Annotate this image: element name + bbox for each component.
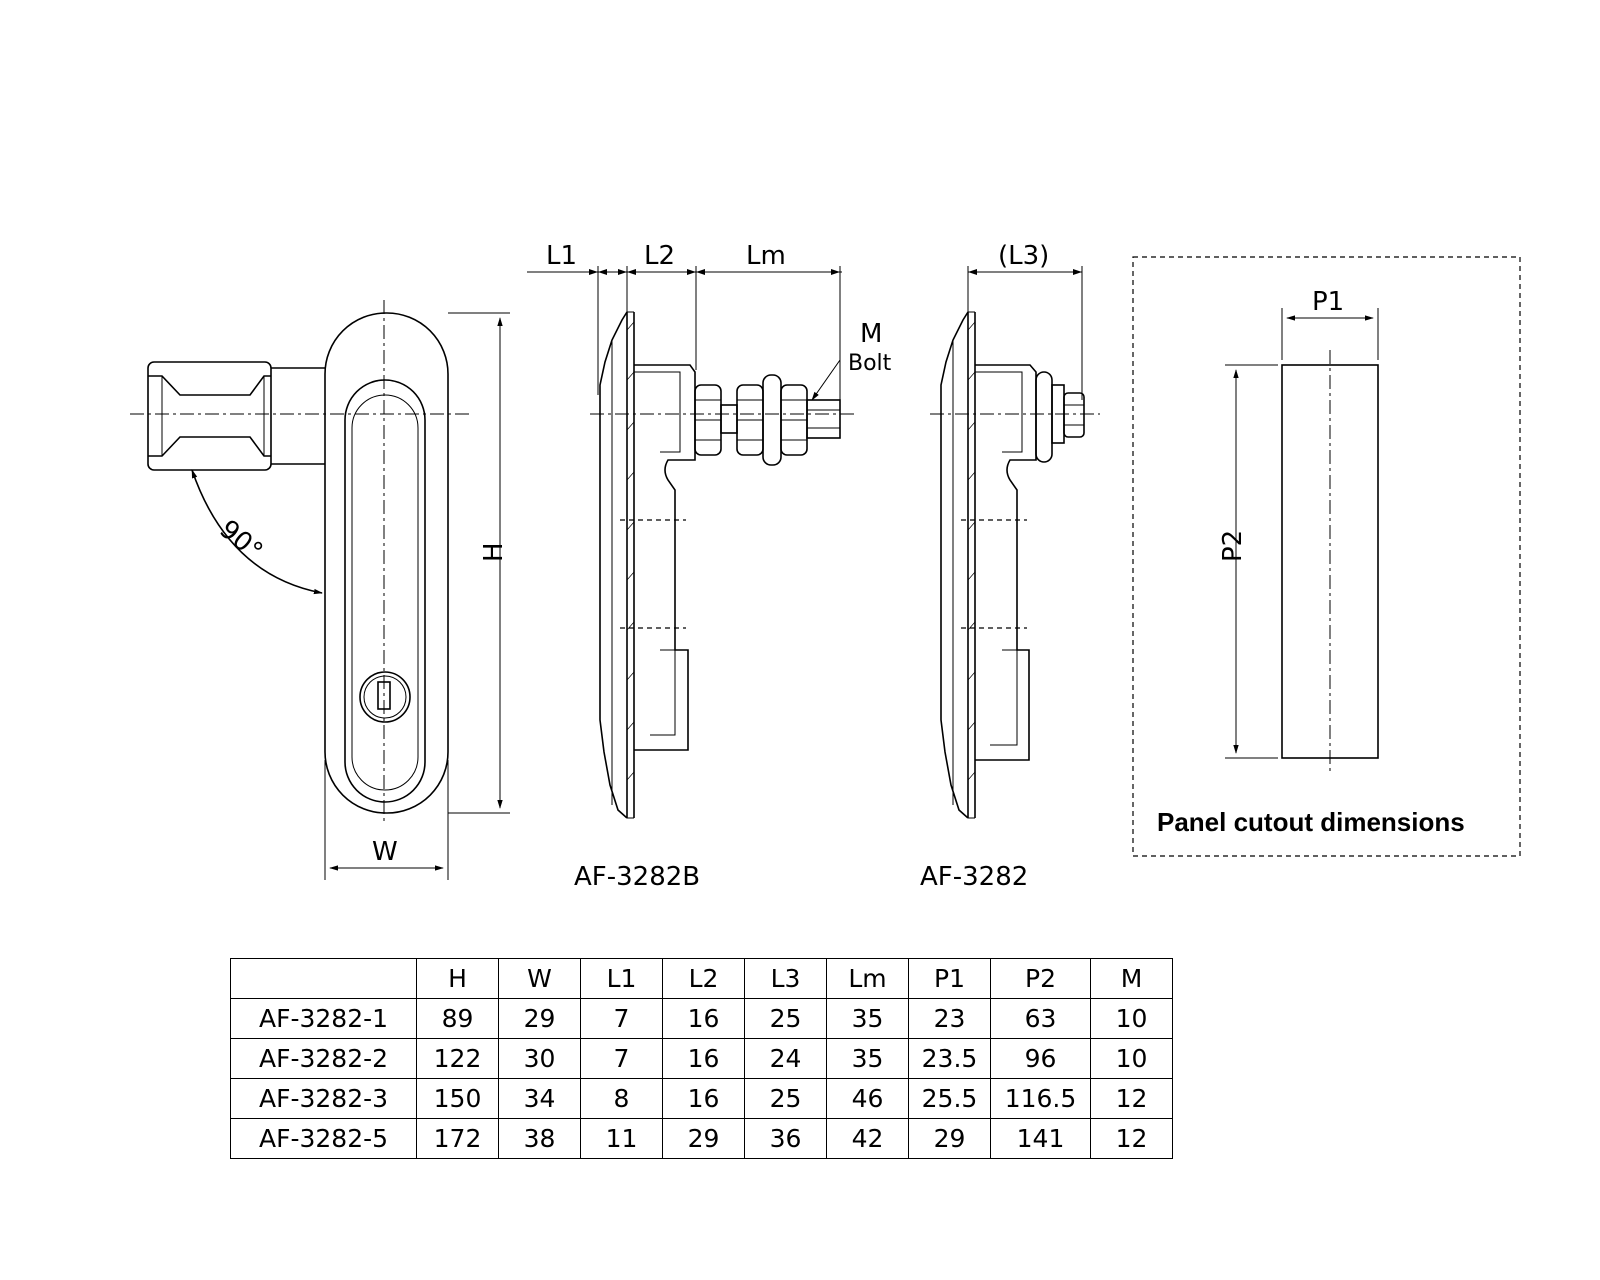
table-cell: 16	[662, 1038, 745, 1079]
key-cylinder	[359, 671, 411, 723]
table-cell: 30	[498, 1038, 581, 1079]
table-cell: 42	[826, 1118, 909, 1159]
table-cell: 122	[416, 1038, 499, 1079]
table-row: AF-3282-2 122 30 7 16 24 35 23.5 96 10	[230, 1038, 1173, 1079]
table-cell: 25.5	[908, 1078, 991, 1119]
dim-h-label: H	[479, 542, 509, 562]
front-view: 90° H W	[130, 300, 510, 880]
table-cell: 36	[744, 1118, 827, 1159]
table-cell: 25	[744, 998, 827, 1039]
table-cell: 35	[826, 1038, 909, 1079]
table-header-cell	[230, 958, 417, 999]
table-header-cell: M	[1090, 958, 1173, 999]
table-cell: 29	[908, 1118, 991, 1159]
table-cell: 141	[990, 1118, 1091, 1159]
table-cell: AF-3282-2	[230, 1038, 417, 1079]
table-cell: 116.5	[990, 1078, 1091, 1119]
table-cell: 8	[580, 1078, 663, 1119]
table-cell: 96	[990, 1038, 1091, 1079]
flange-b	[599, 311, 635, 819]
latch-body-side-b	[634, 364, 696, 751]
table-header-cell: P1	[908, 958, 991, 999]
table-cell: 24	[744, 1038, 827, 1079]
table-cell: 35	[826, 998, 909, 1039]
table-header-cell: W	[498, 958, 581, 999]
table-header-cell: L3	[744, 958, 827, 999]
table-header-cell: Lm	[826, 958, 909, 999]
dim-w-label: W	[372, 837, 398, 867]
table-cell: 46	[826, 1078, 909, 1119]
table-cell: 10	[1090, 1038, 1173, 1079]
table-row: AF-3282-5 172 38 11 29 36 42 29 141 12	[230, 1118, 1173, 1159]
table-cell: 23	[908, 998, 991, 1039]
table-cell: 38	[498, 1118, 581, 1159]
table-row: AF-3282-1 89 29 7 16 25 35 23 63 10	[230, 998, 1173, 1039]
dim-lm-label: Lm	[746, 241, 786, 271]
dim-p2-label: P2	[1218, 530, 1248, 562]
caption-af-3282b: AF-3282B	[574, 862, 700, 892]
table-cell: AF-3282-5	[230, 1118, 417, 1159]
bolt-assembly	[1035, 371, 1085, 463]
table-cell: 172	[416, 1118, 499, 1159]
flange	[940, 311, 976, 819]
dim-l2-label: L2	[644, 241, 675, 271]
table-cell: 12	[1090, 1078, 1173, 1119]
table-cell: AF-3282-3	[230, 1078, 417, 1119]
table-cell: 23.5	[908, 1038, 991, 1079]
table-cell: 150	[416, 1078, 499, 1119]
table-header-cell: L2	[662, 958, 745, 999]
table-row: AF-3282-3 150 34 8 16 25 46 25.5 116.5 1…	[230, 1078, 1173, 1119]
handle-grip	[147, 361, 325, 471]
table-cell: 7	[580, 1038, 663, 1079]
dim-l1-label: L1	[546, 241, 577, 271]
cutout-title: Panel cutout dimensions	[1157, 807, 1465, 837]
bolt-m-label: M	[860, 319, 882, 349]
table-header-cell: L1	[580, 958, 663, 999]
table-cell: 34	[498, 1078, 581, 1119]
table-cell: 89	[416, 998, 499, 1039]
bolt-assembly-b	[694, 374, 841, 466]
table-cell: AF-3282-1	[230, 998, 417, 1039]
table-cell: 16	[662, 1078, 745, 1119]
table-cell: 29	[662, 1118, 745, 1159]
table-header-row: H W L1 L2 L3 Lm P1 P2 M	[230, 958, 1173, 999]
table-cell: 12	[1090, 1118, 1173, 1159]
caption-af-3282: AF-3282	[920, 862, 1028, 892]
table-cell: 63	[990, 998, 1091, 1039]
bolt-label: Bolt	[848, 351, 892, 376]
latch-body-front	[324, 312, 449, 814]
table-cell: 29	[498, 998, 581, 1039]
table-cell: 10	[1090, 998, 1173, 1039]
latch-body-side	[975, 364, 1037, 761]
panel-cutout: P1 P2 Panel cutout dimensions	[1132, 256, 1521, 857]
table-cell: 25	[744, 1078, 827, 1119]
table-header-cell: H	[416, 958, 499, 999]
table-header-cell: P2	[990, 958, 1091, 999]
spec-table: H W L1 L2 L3 Lm P1 P2 M AF-3282-1 89 29 …	[230, 958, 1173, 1159]
side-view-b: L1 L2 Lm	[527, 241, 892, 892]
angle-label: 90°	[214, 514, 269, 567]
table-cell: 7	[580, 998, 663, 1039]
dim-p1-label: P1	[1312, 287, 1344, 317]
side-view: (L3)	[920, 241, 1100, 892]
table-cell: 11	[580, 1118, 663, 1159]
table-cell: 16	[662, 998, 745, 1039]
dim-l3-label: (L3)	[998, 241, 1049, 271]
